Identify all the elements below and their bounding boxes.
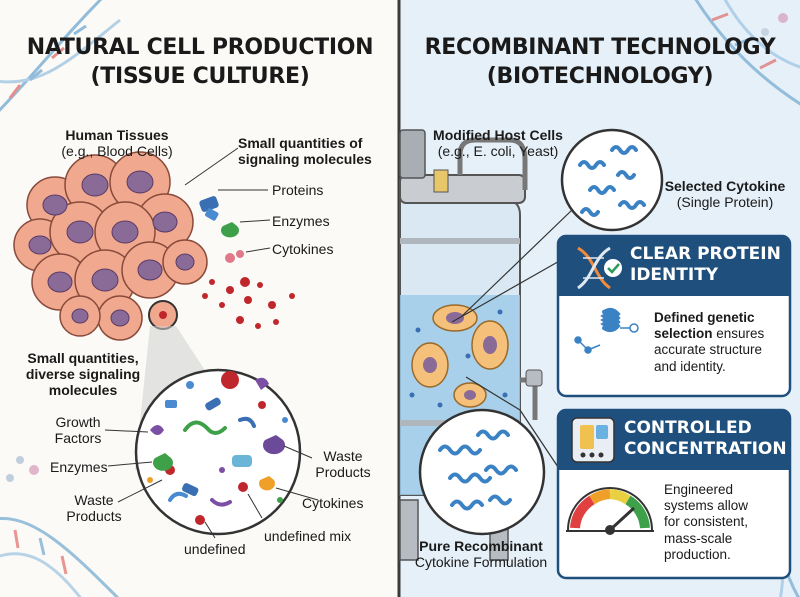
check-icon: [604, 259, 622, 277]
small-quantities-line1: Small quantities of: [238, 135, 363, 151]
lab-equipment-icon: [571, 417, 615, 463]
pure-cytokine-magnifier: [418, 408, 546, 536]
tissue-label-main: Human Tissues: [65, 127, 169, 143]
waste-right-line2: Products: [315, 464, 371, 481]
pure-label-line1: Pure Recombinant: [419, 538, 543, 554]
card1-title-line2: IDENTITY: [630, 265, 719, 286]
mix-label-undefined-mix: undefined mix: [264, 528, 352, 544]
gauge-icon: [566, 487, 654, 535]
host-cells-label: Modified Host Cells (e.g., E. coli, Yeas…: [428, 127, 568, 159]
pure-cytokine-label: Pure Recombinant Cytokine Formulation: [408, 538, 554, 570]
reactor-leaders: [451, 209, 573, 471]
card1-text: Defined genetic selection ensures accura…: [654, 310, 786, 375]
diverse-label: Small quantities, diverse signaling mole…: [8, 350, 158, 398]
waste-right-line1: Waste: [323, 448, 363, 464]
released-molecules: [199, 196, 295, 329]
tissue-cell-cluster: [13, 151, 208, 341]
protein-helix-icon: [600, 307, 621, 333]
growth-factors-line2: Factors: [54, 430, 102, 447]
diverse-line1: Small quantities,: [27, 350, 139, 366]
host-label-example: (e.g., E. coli, Yeast): [437, 143, 559, 160]
diverse-line2: diverse signaling: [25, 366, 141, 383]
small-quantities-label: Small quantities of signaling molecules: [238, 135, 388, 167]
legend-leaders: [184, 147, 271, 253]
dna-decoration-top-left: [0, 0, 121, 112]
card1-text-line1: Defined genetic: [654, 310, 755, 325]
card1-text-rest: ensures: [712, 326, 765, 342]
selected-cytokine-magnifier: [560, 128, 664, 232]
selected-label-sub: (Single Protein): [676, 194, 774, 211]
left-title: NATURAL CELL PRODUCTION (TISSUE CULTURE): [20, 34, 380, 91]
selected-label-main: Selected Cytokine: [664, 178, 786, 194]
card2-text-line4: mass-scale: [664, 530, 733, 546]
right-title-line1: RECOMBINANT TECHNOLOGY: [424, 35, 776, 60]
waste-left-line2: Products: [66, 508, 122, 525]
pure-label-line2: Cytokine Formulation: [414, 554, 548, 571]
card1-text-line4: and identity.: [654, 358, 726, 374]
card2-title: CONTROLLED CONCENTRATION: [624, 418, 787, 461]
card1-title-line1: CLEAR PROTEIN: [630, 244, 781, 264]
left-title-line1: NATURAL CELL PRODUCTION: [26, 35, 374, 60]
mix-label-cytokines: Cytokines: [302, 495, 364, 511]
dna-decoration-top-right: [694, 0, 800, 106]
small-quantities-line2: signaling molecules: [238, 151, 372, 168]
dna-decoration-bottom-left: [0, 456, 120, 597]
waste-left-line1: Waste: [74, 492, 114, 508]
host-label-main: Modified Host Cells: [433, 127, 563, 143]
card2-text-line2: systems allow: [664, 498, 749, 514]
card2-text-line3: for consistent,: [664, 514, 749, 530]
mix-label-enzymes: Enzymes: [50, 459, 108, 475]
card1-title: CLEAR PROTEIN IDENTITY: [630, 244, 781, 287]
selected-cytokine-label: Selected Cytokine (Single Protein): [662, 178, 788, 210]
legend-cytokines: Cytokines: [272, 241, 334, 257]
mix-label-waste-left: Waste Products: [54, 492, 134, 524]
card2-text-line1: Engineered: [664, 482, 734, 497]
molecule-mix: [147, 371, 288, 525]
card2-text: Engineered systems allow for consistent,…: [664, 482, 786, 563]
legend-enzymes: Enzymes: [272, 213, 330, 229]
card2-text-line5: production.: [664, 546, 731, 562]
card2-title-line1: CONTROLLED: [624, 418, 752, 438]
mix-label-waste-right: Waste Products: [306, 448, 380, 480]
dna-icon: [577, 246, 611, 290]
card1-text-line2: selection ensures: [654, 326, 786, 342]
mix-label-growth-factors: Growth Factors: [38, 414, 118, 446]
right-title: RECOMBINANT TECHNOLOGY (BIOTECHNOLOGY): [410, 34, 790, 91]
tissue-label-example: (e.g., Blood Cells): [61, 143, 173, 160]
right-title-line2: (BIOTECHNOLOGY): [486, 63, 714, 89]
tissue-label: Human Tissues (e.g., Blood Cells): [52, 127, 182, 159]
card1-text-line3: accurate structure: [654, 342, 763, 358]
card-controlled-concentration: [556, 408, 792, 580]
growth-factors-line1: Growth: [55, 414, 101, 430]
legend-proteins: Proteins: [272, 182, 324, 198]
card1-text-bold: selection: [654, 326, 713, 342]
mix-leaders: [104, 429, 319, 539]
mix-label-undefined: undefined: [184, 541, 246, 557]
molecule-icon: [574, 323, 639, 354]
left-title-line2: (TISSUE CULTURE): [90, 63, 310, 89]
card-clear-protein-identity: [556, 234, 792, 398]
diverse-line3: molecules: [48, 382, 118, 399]
card2-title-line2: CONCENTRATION: [624, 439, 787, 460]
